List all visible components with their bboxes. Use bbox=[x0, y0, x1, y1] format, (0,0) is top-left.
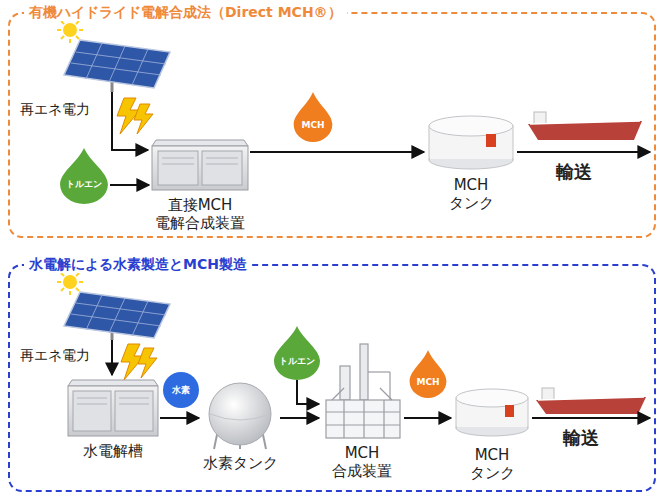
item-caption: MCH タンク bbox=[462, 446, 522, 482]
method-panel: 有機ハイドライド電解合成法（Direct MCH®）トルエン直接MCH 電解合成… bbox=[8, 12, 656, 238]
method-panel: 水電解による水素製造とMCH製造水電解槽水素水素タンクトルエンMCH 合成装置M… bbox=[8, 264, 656, 492]
electrolysis-unit: 直接MCH 電解合成装置 bbox=[150, 132, 250, 232]
drop-shape bbox=[292, 92, 334, 142]
shape-label: MCH bbox=[416, 377, 439, 388]
mch-plant: MCH 合成装置 bbox=[320, 342, 404, 480]
mch-tank: MCH タンク bbox=[425, 112, 517, 212]
hydrogen-badge: 水素 bbox=[163, 372, 199, 408]
panel-title: 有機ハイドライド電解合成法（Direct MCH®） bbox=[24, 3, 347, 21]
drop-outline bbox=[274, 326, 320, 380]
solar-panel bbox=[64, 40, 170, 92]
annotation-label: 再エネ電力 bbox=[20, 346, 90, 364]
water-electrolyzer: 水電解槽 bbox=[66, 378, 160, 460]
flow-arrow bbox=[110, 184, 149, 186]
shape-label: トルエン bbox=[66, 179, 102, 190]
drop-shape bbox=[272, 326, 322, 380]
water-electrolyzer-drawing bbox=[68, 380, 158, 436]
item-caption: MCH タンク bbox=[441, 176, 501, 212]
hydrogen-tank-drawing bbox=[209, 383, 271, 449]
annotation-label: 輸送 bbox=[556, 160, 592, 183]
mch-tank-drawing bbox=[429, 116, 513, 169]
item-caption: MCH 合成装置 bbox=[320, 444, 404, 480]
item-caption: 直接MCH 電解合成装置 bbox=[152, 196, 248, 232]
flow-arrow bbox=[297, 380, 319, 404]
drop-outline bbox=[60, 148, 108, 204]
panel-title: 水電解による水素製造とMCH製造 bbox=[24, 255, 252, 273]
annotation-label: 輸送 bbox=[563, 426, 599, 449]
shape-label: 水素 bbox=[172, 385, 190, 396]
toluene-drop: トルエン bbox=[58, 148, 110, 204]
lightning-icon bbox=[117, 98, 153, 134]
flow-arrow bbox=[280, 417, 319, 419]
lightning-icon bbox=[121, 344, 157, 380]
mch-tank-drawing bbox=[456, 389, 528, 436]
flow-arrow bbox=[404, 417, 451, 419]
drop-outline bbox=[294, 92, 333, 142]
toluene-drop: トルエン bbox=[272, 326, 322, 380]
shape-label: MCH bbox=[301, 120, 324, 131]
item-caption: 水素タンク bbox=[200, 454, 280, 472]
power-arrow bbox=[111, 340, 113, 375]
mch-drop: MCH bbox=[292, 92, 334, 142]
tanker-ship bbox=[528, 112, 642, 140]
flow-arrow bbox=[160, 417, 199, 419]
solar-panel bbox=[64, 292, 170, 340]
mch-plant-drawing bbox=[326, 344, 400, 438]
drop-shape bbox=[58, 148, 110, 204]
flow-arrow bbox=[250, 151, 424, 153]
annotation-label: 再エネ電力 bbox=[20, 100, 90, 118]
mch-tank: MCH タンク bbox=[452, 384, 532, 482]
hydrogen-tank: 水素タンク bbox=[200, 380, 280, 472]
electrolysis-unit-drawing bbox=[152, 140, 248, 190]
transport-arrow bbox=[532, 417, 650, 419]
tanker-ship bbox=[536, 388, 646, 414]
shape-label: トルエン bbox=[279, 356, 315, 367]
mch-drop: MCH bbox=[408, 350, 448, 398]
transport-arrow bbox=[517, 151, 650, 153]
drop-outline bbox=[410, 350, 447, 398]
item-caption: 水電解槽 bbox=[66, 442, 160, 460]
drop-shape bbox=[408, 350, 448, 398]
